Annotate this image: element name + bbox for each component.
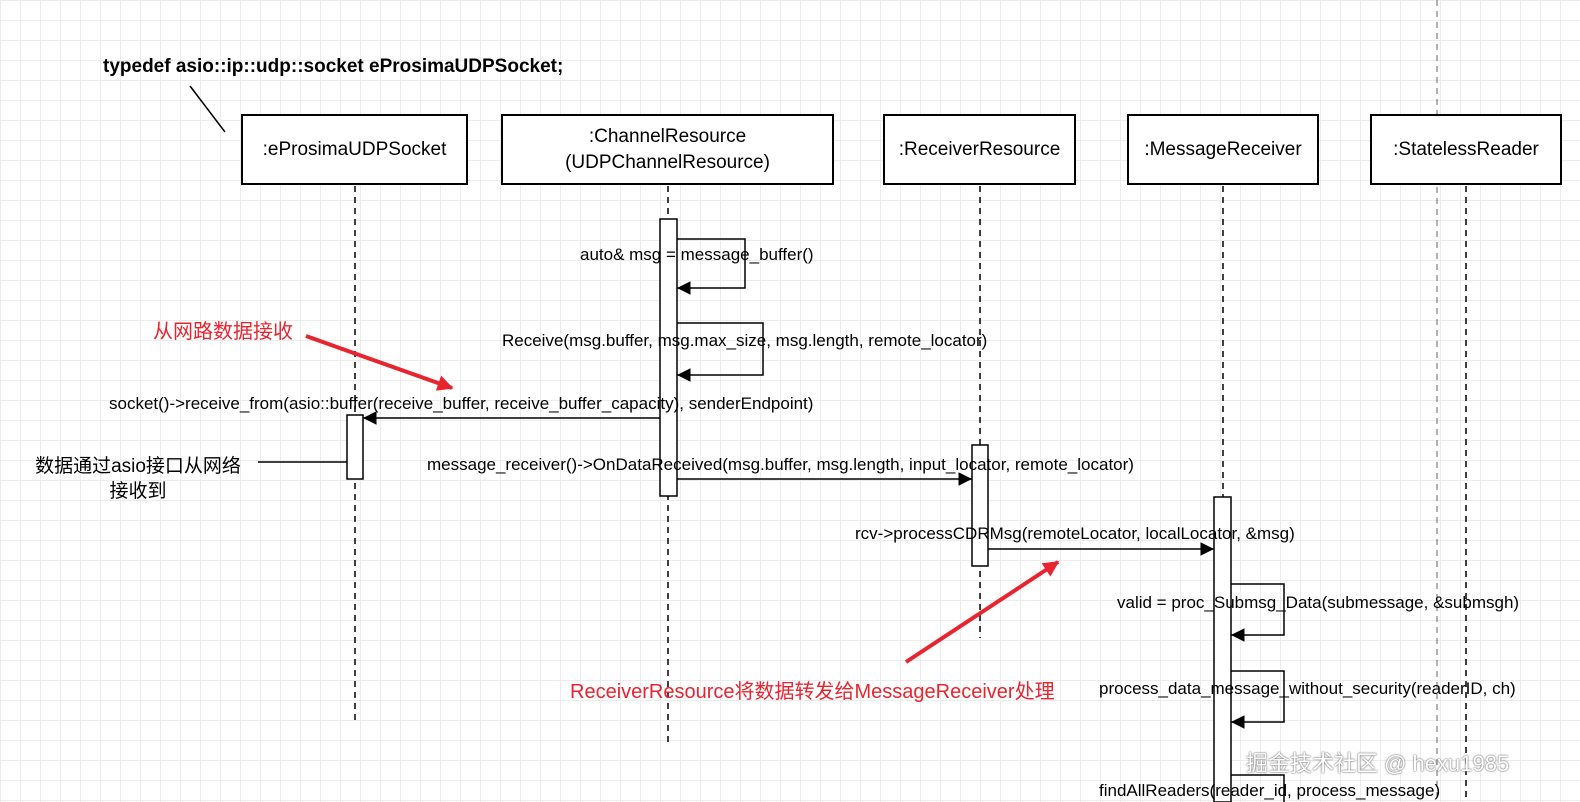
red-arrow-forward <box>904 560 1060 664</box>
typedef-link-line <box>189 85 226 133</box>
message-label-on-data-received: message_receiver()->OnDataReceived(msg.b… <box>427 455 1134 474</box>
activation-channel-resource <box>659 218 678 497</box>
self-proc-submsg-line <box>1231 583 1285 642</box>
message-label-receive-from: socket()->receive_from(asio::buffer(rece… <box>109 394 814 413</box>
lifeline-subtitle: (UDPChannelResource) <box>565 151 770 173</box>
message-label-receive: Receive(msg.buffer, msg.max_size, msg.le… <box>502 331 988 350</box>
message-label-buffer: auto& msg = message_buffer() <box>580 245 814 264</box>
activation-message-receiver <box>1213 496 1232 802</box>
lifeline-title: :StatelessReader <box>1393 138 1539 160</box>
annotation-network-receive: 从网路数据接收 <box>153 321 293 343</box>
self-message-buffer-line <box>677 238 746 295</box>
self-receive-line <box>677 322 764 382</box>
lifeline-box-stateless-reader[interactable]: :StatelessReader <box>1370 114 1562 185</box>
lifeline-box-udp-socket[interactable]: :eProsimaUDPSocket <box>241 114 468 185</box>
message-label-process-data: process_data_message_without_security(re… <box>1099 679 1516 698</box>
self-process-data-line <box>1231 670 1285 729</box>
activation-receiver-resource <box>971 444 989 567</box>
typedef-label: typedef asio::ip::udp::socket eProsimaUD… <box>103 56 564 77</box>
message-label-find-readers: findAllReaders(reader_id, process_messag… <box>1099 781 1441 800</box>
annotation-forward-note: ReceiverResource将数据转发给MessageReceiver处理 <box>570 681 1055 703</box>
lifeline-title: :ReceiverResource <box>898 138 1061 160</box>
lifeline-title: :MessageReceiver <box>1144 138 1302 160</box>
self-find-readers-line <box>1231 774 1285 802</box>
message-label-process-cdr: rcv->processCDRMsg(remoteLocator, localL… <box>855 524 1295 543</box>
lifeline-box-message-receiver[interactable]: :MessageReceiver <box>1127 114 1319 185</box>
lifeline-box-receiver-resource[interactable]: :ReceiverResource <box>883 114 1076 185</box>
lifeline-box-channel-resource[interactable]: :ChannelResource (UDPChannelResource) <box>501 114 834 185</box>
red-arrow-network-receive <box>305 334 454 391</box>
watermark: 掘金技术社区 @ hexu1985 <box>1246 751 1510 776</box>
activation-udp-socket <box>346 414 364 480</box>
asio-note-line-1: 数据通过asio接口从网络 <box>35 456 241 477</box>
lifeline-title: :eProsimaUDPSocket <box>262 138 447 160</box>
message-label-proc-submsg: valid = proc_Submsg_Data(submessage, &su… <box>1117 593 1520 612</box>
lifeline-title: :ChannelResource <box>588 125 747 147</box>
annotation-asio-note: 数据通过asio接口从网络 接收到 <box>24 454 252 504</box>
asio-note-line-2: 接收到 <box>109 481 167 502</box>
